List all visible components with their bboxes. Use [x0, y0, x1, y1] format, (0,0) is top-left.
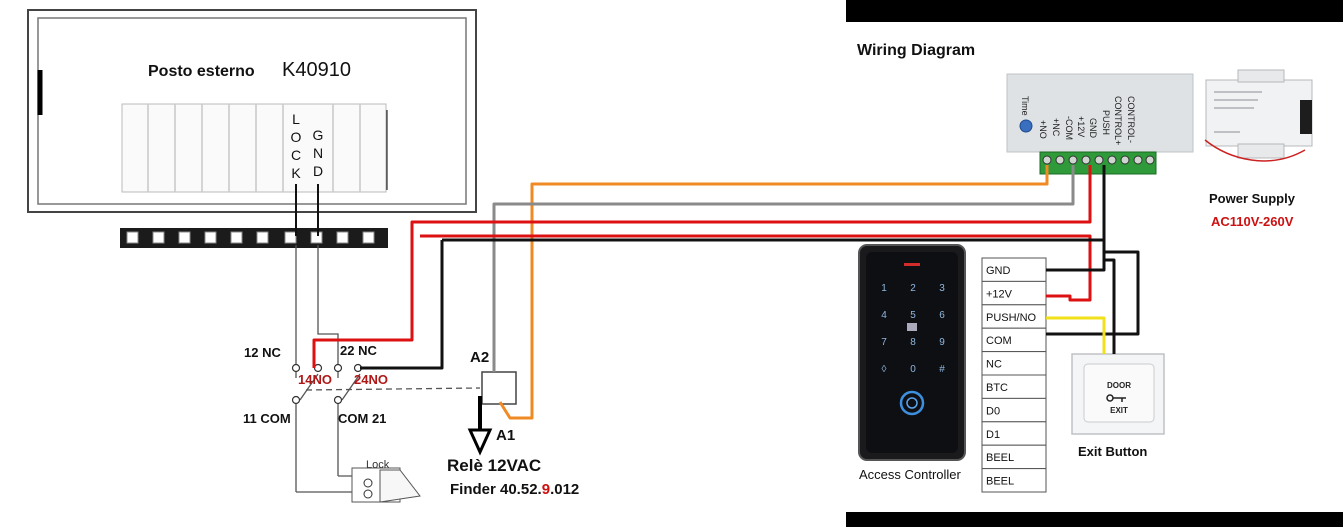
lock-label: Lock — [366, 459, 390, 471]
coil-a1: A1 — [496, 427, 515, 444]
svg-text:GND: GND — [1088, 118, 1098, 139]
wire-black-relay — [360, 240, 444, 370]
label-11com: 11 COM — [243, 411, 291, 426]
coil-a2: A2 — [470, 349, 489, 366]
exit-button-exit: EXIT — [1110, 406, 1128, 415]
relay-model-highlight: 9 — [542, 481, 550, 498]
relay-model: Finder 40.52.9.012 — [450, 481, 579, 498]
wire-black-exit — [1104, 258, 1116, 354]
terminal-label: D0 — [986, 405, 1000, 417]
terminal-label: PUSH/NO — [986, 312, 1037, 324]
lock-device: Lock — [351, 459, 421, 503]
svg-text:Time: Time — [1020, 96, 1030, 116]
svg-text:K: K — [291, 165, 301, 181]
station-model: K40910 — [282, 59, 351, 81]
time-knob-icon — [1019, 119, 1033, 133]
wire-black-upper — [1046, 165, 1140, 336]
keypad-key: 6 — [939, 310, 945, 321]
terminal-label: BTC — [986, 382, 1008, 394]
terminal-label: +12V — [986, 288, 1013, 300]
terminal-label: BEEL — [986, 452, 1014, 464]
wire-orange — [498, 165, 1049, 420]
keypad-key: 0 — [910, 364, 916, 375]
power-supply: Power Supply AC110V-260V — [1204, 69, 1313, 229]
wire-black-lower — [442, 238, 1106, 272]
keypad-key: 7 — [881, 337, 887, 348]
keypad-key: 1 — [881, 283, 887, 294]
svg-text:N: N — [313, 145, 323, 161]
svg-text:CONTROL-: CONTROL- — [1126, 96, 1136, 143]
psu-controller: Time +NO +NC -COM +12V GND PUSH CONTROL+… — [1006, 73, 1194, 175]
connector-strip — [120, 228, 388, 248]
label-14no: 14NO — [298, 372, 332, 387]
lock-vertical-label: L O C K — [291, 111, 302, 181]
station-title: Posto esterno — [148, 63, 255, 80]
svg-text:CONTROL+: CONTROL+ — [1113, 96, 1123, 145]
wire-red-lower — [420, 234, 1092, 302]
keypad-key: 9 — [939, 337, 945, 348]
key-icon — [1106, 394, 1126, 402]
access-controller-label: Access Controller — [859, 467, 962, 482]
terminal-label: GND — [986, 265, 1011, 277]
gnd-vertical-label: G N D — [313, 127, 324, 179]
relay-contacts: 12 NC 22 NC 14NO 24NO 11 COM COM 21 — [243, 245, 481, 493]
svg-text:-COM: -COM — [1064, 116, 1074, 140]
svg-text:L: L — [292, 111, 300, 127]
terminal-label: NC — [986, 359, 1002, 371]
keypad-key: 3 — [939, 283, 945, 294]
down-arrow-icon — [467, 396, 493, 456]
wire-yellow — [1046, 316, 1106, 354]
label-com21: COM 21 — [338, 411, 386, 426]
svg-text:+NO: +NO — [1038, 120, 1048, 139]
access-controller: 1 2 3 4 5 6 7 8 9 ◊ 0 # Access Controller — [858, 244, 966, 482]
keypad-key: # — [939, 364, 945, 375]
outdoor-station: Posto esterno K40910 L O C K G N — [27, 9, 477, 248]
terminal-label: D1 — [986, 429, 1000, 441]
card-reader-icon — [907, 323, 917, 331]
svg-text:+12V: +12V — [1076, 116, 1086, 137]
terminal-module — [121, 103, 387, 193]
svg-text:D: D — [313, 163, 323, 179]
svg-text:+NC: +NC — [1051, 118, 1061, 137]
label-22nc: 22 NC — [340, 343, 377, 358]
wiring-diagram-title: Wiring Diagram — [857, 42, 975, 59]
keypad-key: 5 — [910, 310, 916, 321]
terminal-label: COM — [986, 335, 1012, 347]
fingerprint-icon — [899, 390, 925, 416]
keypad-key: 2 — [910, 283, 916, 294]
power-supply-label: Power Supply — [1209, 191, 1296, 206]
svg-text:G: G — [313, 127, 324, 143]
label-12nc: 12 NC — [244, 345, 281, 360]
terminal-cell — [981, 468, 1047, 493]
exit-button-door: DOOR — [1107, 381, 1131, 390]
keypad-key: 8 — [910, 337, 916, 348]
wires — [312, 165, 1140, 420]
keypad-key: ◊ — [882, 364, 887, 375]
wire-grey — [492, 165, 1075, 372]
wire-red-upper — [312, 165, 1092, 368]
exit-button-device: DOOR EXIT Exit Button — [1071, 353, 1165, 459]
svg-text:C: C — [291, 147, 301, 163]
relay-name: Relè 12VAC — [447, 456, 541, 475]
power-supply-voltage: AC110V-260V — [1211, 214, 1294, 229]
keypad-key: 4 — [881, 310, 887, 321]
svg-text:PUSH: PUSH — [1101, 110, 1111, 135]
terminal-label: BEEL — [986, 476, 1014, 488]
svg-text:O: O — [291, 129, 302, 145]
relay-coil: A2 A1 Relè 12VAC Finder 40.52.9.012 — [447, 349, 579, 498]
label-24no: 24NO — [354, 372, 388, 387]
exit-button-label: Exit Button — [1078, 444, 1147, 459]
